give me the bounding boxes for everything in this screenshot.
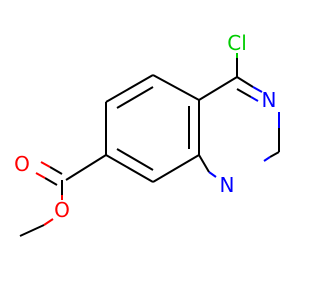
bond-c-o-double-2-black bbox=[44, 177, 58, 186]
atom-n1: N bbox=[220, 173, 235, 197]
pyrimidine-ring bbox=[198, 53, 280, 178]
ester-group bbox=[19, 154, 107, 237]
bond-c2-n1-black bbox=[269, 151, 280, 158]
bond-c7-c8 bbox=[105, 154, 154, 183]
bond-n1-c8a-black bbox=[198, 154, 210, 173]
bond-c-o-double-1-black bbox=[49, 166, 63, 175]
bond-c4-n3-blue bbox=[252, 86, 263, 93]
bond-c4a-c4 bbox=[198, 76, 238, 101]
bond-c-o-double-1-red bbox=[40, 161, 51, 168]
bond-c5-c6-inner bbox=[116, 86, 154, 109]
bond-c-o-double-2-red bbox=[35, 172, 46, 179]
bond-o-methyl-black bbox=[19, 224, 45, 237]
atom-n3: N bbox=[262, 88, 277, 112]
bond-c7-c8-inner bbox=[116, 148, 154, 171]
benzene-ring bbox=[105, 74, 200, 183]
bond-c5-c6 bbox=[105, 74, 154, 103]
bond-c4-n3-inner-blue bbox=[250, 96, 259, 102]
bond-n1-c8a-blue bbox=[208, 171, 217, 178]
bond-c7-ccarbonyl bbox=[65, 154, 107, 181]
atom-cl: Cl bbox=[227, 31, 247, 55]
atom-o-carbonyl: O bbox=[14, 152, 30, 176]
bond-c4-n3-inner-black bbox=[236, 88, 252, 98]
bond-c2-n1-blue bbox=[263, 156, 271, 162]
atom-o-ester: O bbox=[54, 198, 70, 222]
bond-c4-n3 bbox=[236, 76, 254, 88]
molecule-structure: Cl N N O O bbox=[14, 31, 280, 237]
bond-c8-c8a bbox=[152, 154, 200, 183]
bond-o-methyl-red bbox=[43, 218, 54, 226]
bond-c4a-c5 bbox=[152, 74, 200, 101]
